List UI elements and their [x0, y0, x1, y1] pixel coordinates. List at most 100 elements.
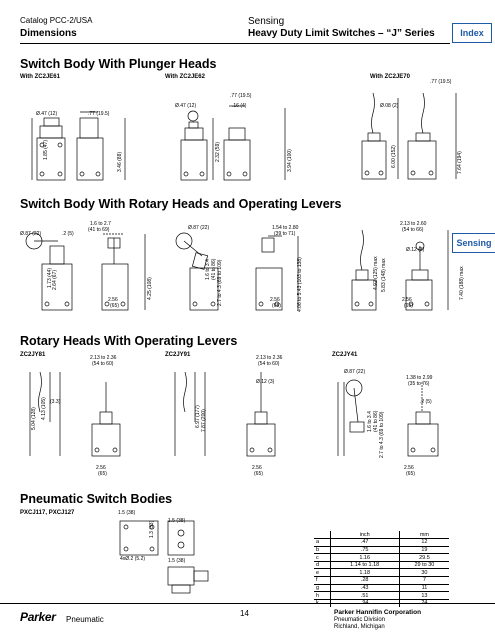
- page-number: 14: [240, 609, 249, 618]
- section-label: Dimensions: [20, 28, 77, 39]
- r1-range: 1.6 to 2.7: [90, 221, 111, 227]
- l1-range-mm: (54 to 60): [92, 361, 114, 367]
- table-cell: 29.5: [399, 553, 449, 562]
- l1-range: 2.13 to 2.36: [90, 355, 117, 361]
- rotary-title: Switch Body With Rotary Heads and Operat…: [20, 197, 342, 211]
- p1-width: .77 (19.5): [88, 111, 110, 117]
- p2-height-2: 3.94 (100): [287, 149, 293, 172]
- r1-height-3: 4.25 (108): [147, 277, 153, 300]
- p2-top: .77 (19.5): [230, 93, 252, 99]
- l1-spacing: (3.3): [50, 399, 61, 405]
- index-tab[interactable]: Index: [452, 23, 492, 43]
- pneu-holes: 4xØ.2 (5.2): [120, 556, 146, 562]
- table-cell: .51: [330, 591, 400, 600]
- l3-height-2: 2.7 to 4.3 (69 to 109): [379, 411, 385, 458]
- company-division: Pneumatic Division: [334, 617, 386, 623]
- plunger-drawing-3: [361, 92, 457, 180]
- l2-base-mm: (65): [254, 471, 263, 477]
- pneu-drawing: [119, 520, 209, 594]
- pneu-top-2: 1.5 (38): [168, 518, 186, 524]
- table-cell: 13: [399, 591, 449, 600]
- levers-model-3: ZC2JY41: [332, 352, 358, 358]
- l3-range: 1.38 to 2.99: [406, 375, 433, 381]
- p3-dia: Ø.08 (2): [380, 103, 399, 109]
- series-label: Heavy Duty Limit Switches – “J” Series: [248, 28, 435, 39]
- table-cell: e: [314, 568, 331, 577]
- table-cell: .43: [330, 583, 400, 592]
- table-cell: 11: [399, 583, 449, 592]
- r1-base-mm: (65): [110, 303, 119, 309]
- table-cell: 1.18: [330, 568, 400, 577]
- l2-range-mm: (54 to 60): [258, 361, 280, 367]
- r1-spacing: .2 (5): [62, 231, 74, 237]
- p3-height-1: 6.00 (152): [391, 145, 397, 168]
- l2-height-2: 7.87 (200): [201, 409, 207, 432]
- plunger-model-2: With ZC2JE62: [165, 74, 205, 80]
- p1-dia: Ø.47 (12): [36, 111, 58, 117]
- table-cell: g: [314, 583, 331, 592]
- l3-spacing: .2 (5): [420, 399, 432, 405]
- levers-title: Rotary Heads With Operating Levers: [20, 334, 238, 348]
- r3-height-2: 5.83 (148) max: [381, 258, 387, 292]
- p1-height-2: 3.46 (88): [117, 151, 123, 172]
- table-cell: .28: [330, 576, 400, 585]
- r3-base: 2.56: [402, 297, 412, 303]
- r1-height-2: 2.64 (67): [52, 269, 58, 290]
- plunger-model-1: With ZC2JE61: [20, 74, 60, 80]
- pneu-bottom: 1.5 (38): [168, 558, 186, 564]
- table-cell: 30: [399, 568, 449, 577]
- lever-drawing-3: [337, 379, 439, 457]
- pneu-top-1: 1.5 (38): [118, 510, 136, 516]
- plunger-model-3: With ZC2JE70: [370, 74, 410, 80]
- table-cell: d: [314, 560, 331, 569]
- table-cell: [314, 531, 331, 539]
- levers-model-1: ZC2JY81: [20, 352, 46, 358]
- rotary-drawing-1: [25, 232, 146, 311]
- table-cell: inch: [330, 531, 400, 539]
- table-cell: f: [314, 576, 331, 585]
- table-cell: 7: [399, 576, 449, 585]
- l1-height-1: 4.13 (105): [41, 397, 47, 420]
- table-cell: a: [314, 538, 331, 547]
- header-rule: [20, 43, 450, 44]
- table-cell: .75: [330, 545, 400, 554]
- r2-base-mm: (65): [272, 303, 281, 309]
- r2-range: 1.54 to 2.80: [272, 225, 299, 231]
- r2-base: 2.56: [270, 297, 280, 303]
- r3-height-1: 4.92 (125) max: [373, 256, 379, 290]
- r3-base-mm: (65): [404, 303, 413, 309]
- p2-height-1: 2.32 (59): [215, 141, 221, 162]
- p2-width: .16 (4): [232, 103, 247, 109]
- footer-rule: [0, 603, 495, 604]
- lever-drawing-1: [29, 371, 121, 457]
- pneu-side: 1.3 (33): [149, 520, 155, 538]
- l2-range: 2.13 to 2.36: [256, 355, 283, 361]
- r2-dia: Ø.87 (22): [188, 225, 210, 231]
- l3-dia: Ø.87 (22): [344, 369, 366, 375]
- l1-base: 2.56: [96, 465, 106, 471]
- r1-dia: Ø.87 (22): [20, 231, 42, 237]
- l1-height-2: 5.04 (128): [31, 407, 37, 430]
- r1-base: 2.56: [108, 297, 118, 303]
- category-label: Sensing: [248, 16, 285, 27]
- division-label: Pneumatic: [66, 615, 104, 624]
- r3-range-mm: (54 to 66): [402, 227, 424, 233]
- r3-height-3: 7.40 (188) max: [459, 266, 465, 300]
- l3-range-mm: (35 to 76): [408, 381, 430, 387]
- r2-height-3: 4.06 to 5.43 (103 to 138): [297, 257, 303, 312]
- sensing-tab[interactable]: Sensing: [452, 233, 495, 253]
- table-cell: 19: [399, 545, 449, 554]
- l3-base: 2.56: [404, 465, 414, 471]
- l3-base-mm: (65): [406, 471, 415, 477]
- table-cell: .47: [330, 538, 400, 547]
- plunger-title: Switch Body With Plunger Heads: [20, 57, 217, 71]
- r1-range-mm: (41 to 69): [88, 227, 110, 233]
- catalog-label: Catalog PCC-2/USA: [20, 16, 93, 25]
